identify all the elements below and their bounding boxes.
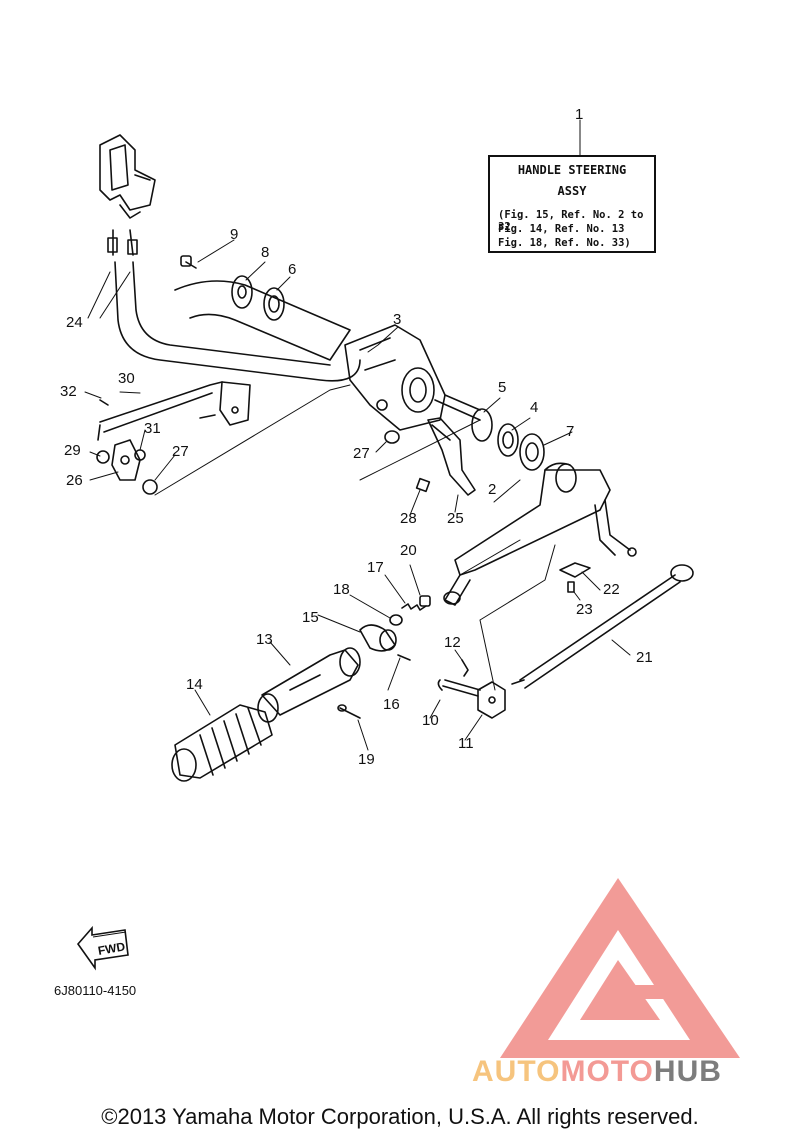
callout-32: 32: [60, 383, 77, 400]
callout-6: 6: [288, 261, 297, 278]
callout-16: 16: [383, 696, 400, 713]
callout-4: 4: [530, 399, 539, 416]
callout-23: 23: [576, 601, 593, 618]
watermark-moto: MOTO: [560, 1055, 654, 1088]
plate-part: [559, 562, 591, 593]
lever-part: [427, 417, 476, 496]
callout-11: 11: [458, 735, 474, 752]
callout-8: 8: [261, 244, 270, 261]
callout-12: 12: [444, 634, 461, 651]
handle-tube-part: [174, 255, 351, 361]
assy-ref-line3: Fig. 18, Ref. No. 33): [498, 237, 631, 249]
callout-30: 30: [118, 370, 135, 387]
callout-29: 29: [64, 442, 81, 459]
assy-ref-line2: Fig. 14, Ref. No. 13: [498, 223, 625, 235]
watermark-auto: AUTO: [472, 1055, 561, 1088]
link-rod-part: [97, 381, 251, 441]
callout-27-right: 27: [353, 445, 370, 462]
callout-20: 20: [400, 542, 417, 559]
callout-3: 3: [393, 311, 402, 328]
handle-arm-part: [443, 462, 637, 606]
callout-27-left: 27: [172, 443, 189, 460]
callout-17: 17: [367, 559, 384, 576]
callout-13: 13: [256, 631, 273, 648]
screw-part: [337, 704, 361, 719]
callout-26: 26: [66, 472, 83, 489]
watermark-hub: HUB: [653, 1055, 722, 1088]
callout-7: 7: [566, 423, 575, 440]
watermark-logo-icon: [500, 878, 740, 1058]
pin-part: [415, 477, 431, 493]
callout-14: 14: [186, 676, 203, 693]
steering-housing-part: [344, 324, 446, 431]
assy-ref-line1: (Fig. 15, Ref. No. 2 to 32: [498, 209, 644, 233]
grip-tube-part: [257, 647, 361, 723]
callout-21: 21: [636, 649, 653, 666]
callout-18: 18: [333, 581, 350, 598]
bracket-part: [99, 134, 156, 219]
callout-9: 9: [230, 226, 239, 243]
callout-22: 22: [603, 581, 620, 598]
fwd-label: FWD: [97, 939, 127, 958]
copyright-notice: ©2013 Yamaha Motor Corporation, U.S.A. A…: [101, 1104, 699, 1129]
leader-lines: [84, 119, 631, 751]
screw-spring-parts: [389, 595, 431, 626]
callout-15: 15: [302, 609, 319, 626]
assy-label-box: HANDLE STEERING ASSY (Fig. 15, Ref. No. …: [488, 155, 656, 253]
callout-10: 10: [422, 712, 439, 729]
callout-28: 28: [400, 510, 417, 527]
part-code: 6J80110-4150: [54, 983, 137, 998]
callout-31: 31: [144, 420, 161, 437]
cable-part: [107, 229, 361, 382]
lever-arm-part: [96, 439, 158, 495]
callout-19: 19: [358, 751, 375, 768]
watermark-text: AUTOMOTOHUB: [472, 1055, 722, 1089]
washer-parts: [434, 394, 545, 471]
callout-25: 25: [447, 510, 464, 527]
nut-part: [384, 430, 400, 444]
callout-5: 5: [498, 379, 507, 396]
grip-part: [171, 704, 273, 782]
block-part: [437, 659, 506, 719]
callout-24: 24: [66, 314, 83, 331]
assy-title-line1: HANDLE STEERING: [517, 163, 627, 177]
fwd-arrow-icon: FWD: [76, 925, 129, 971]
collar-part: [359, 624, 411, 661]
throttle-shaft-part: [511, 564, 694, 689]
assy-title-line2: ASSY: [557, 184, 587, 198]
callout-2: 2: [488, 481, 497, 498]
callout-1: 1: [575, 106, 584, 123]
